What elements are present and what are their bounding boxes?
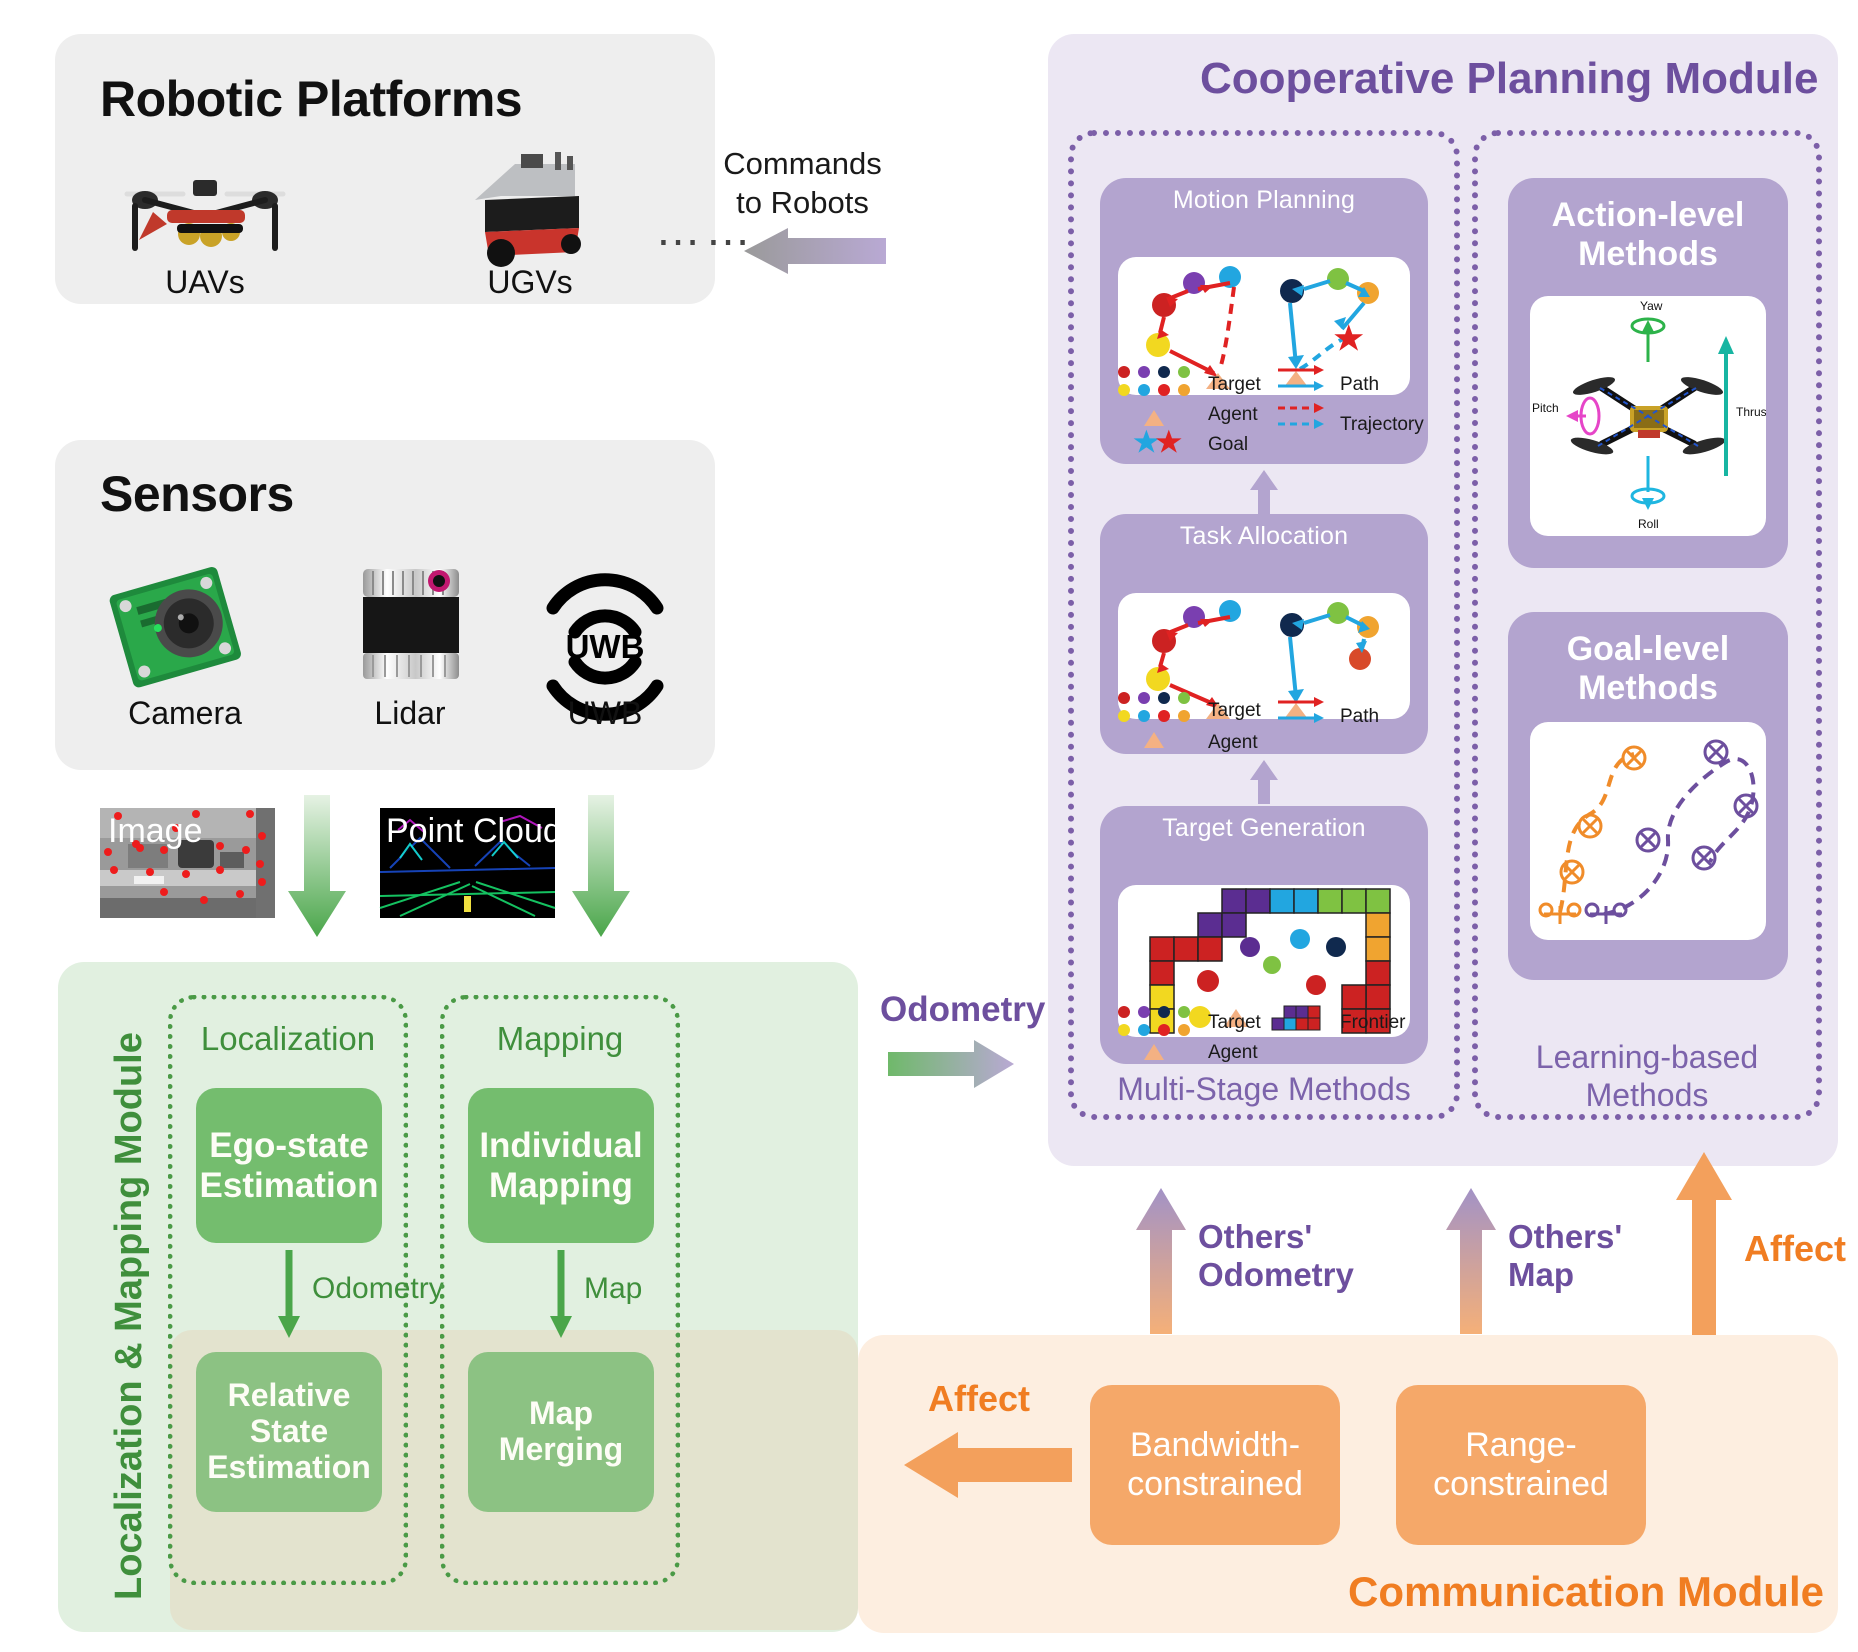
target-generation-card[interactable]: Target Generation (1100, 806, 1428, 1064)
goal-level-methods-title: Goal-level Methods (1566, 630, 1730, 708)
individual-mapping-box[interactable]: Individual Mapping (468, 1088, 654, 1243)
motion-planning-legend (1116, 364, 1416, 456)
action-level-methods-card[interactable]: Action-level Methods (1508, 178, 1788, 568)
uav-label: UAVs (165, 264, 245, 300)
sensor-to-localization-arrow-right (570, 795, 632, 940)
image-thumbnail-label: Image (108, 812, 203, 850)
task-allocation-legend-target: Target (1208, 700, 1261, 721)
task-allocation-legend (1116, 690, 1416, 750)
commands-line2: to Robots (736, 184, 869, 220)
target-generation-legend-target: Target (1208, 1012, 1261, 1033)
point-cloud-thumbnail-label: Point Cloud (386, 812, 562, 850)
target-generation-legend-frontier: Frontier (1340, 1012, 1406, 1033)
map-merging-box[interactable]: Map Merging (468, 1352, 654, 1512)
ego-state-estimation-box[interactable]: Ego-state Estimation (196, 1088, 382, 1243)
learning-based-methods-group (1472, 130, 1822, 1120)
sensor-to-localization-arrow-left (286, 795, 348, 940)
motion-planning-legend-trajectory: Trajectory (1340, 414, 1424, 435)
mapping-internal-arrow (546, 1250, 576, 1340)
action-level-illustration: Thrust Yaw Pitch Roll (1530, 296, 1766, 536)
pitch-label: Pitch (1532, 401, 1559, 415)
motion-planning-title: Motion Planning (1172, 186, 1356, 214)
camera-module-icon (103, 555, 263, 695)
relative-state-estimation-box[interactable]: Relative State Estimation (196, 1352, 382, 1512)
more-platforms-ellipsis: …… (655, 203, 755, 255)
yaw-label: Yaw (1640, 299, 1663, 313)
robotic-platforms-panel: Robotic Platforms UAVs (55, 34, 751, 304)
others-map-label: Others' Map (1508, 1218, 1623, 1293)
multi-stage-methods-group (1068, 130, 1460, 1120)
mapping-heading: Mapping (496, 1020, 624, 1057)
multi-stage-methods-footer: Multi-Stage Methods (1117, 1071, 1411, 1107)
task-allocation-card[interactable]: Task Allocation (1100, 514, 1428, 754)
others-map-arrow-icon (1444, 1188, 1498, 1334)
action-level-methods-title: Action-level Methods (1551, 196, 1745, 274)
svg-text:UWB: UWB (566, 628, 645, 665)
learning-based-methods-footer: Learning-based Methods (1535, 1039, 1759, 1114)
localization-column (168, 995, 408, 1585)
target-to-task-arrow (1248, 760, 1280, 804)
localization-internal-arrow (274, 1250, 304, 1340)
goal-level-methods-card[interactable]: Goal-level Methods (1508, 612, 1788, 980)
odometry-arrow-label: Odometry (880, 990, 1046, 1029)
task-allocation-legend-agent: Agent (1208, 732, 1258, 753)
uwb-icon: UWB (525, 550, 685, 721)
mapping-map-label: Map (584, 1272, 643, 1305)
affect-planning-arrow-icon (1672, 1152, 1736, 1344)
motion-planning-legend-path: Path (1340, 374, 1380, 395)
ground-robot-icon (455, 152, 605, 267)
affect-planning-label: Affect (1744, 1228, 1847, 1269)
communication-module-title: Communication Module (1348, 1568, 1824, 1615)
target-generation-legend (1116, 1004, 1416, 1062)
affect-localization-arrow-icon (902, 1432, 1072, 1498)
commands-to-robots-label: Commands to Robots (715, 145, 890, 223)
motion-planning-legend-target: Target (1208, 374, 1261, 395)
odometry-arrow-icon (888, 1040, 1016, 1088)
thrust-label: Thrust (1736, 405, 1766, 419)
cooperative-planning-module-title: Cooperative Planning Module (1200, 54, 1819, 103)
robotic-platforms-title: Robotic Platforms (100, 71, 523, 127)
motion-planning-legend-agent: Agent (1208, 404, 1258, 425)
lidar-label: Lidar (374, 695, 446, 731)
mapping-column (440, 995, 680, 1585)
camera-label: Camera (128, 695, 242, 731)
task-allocation-title: Task Allocation (1179, 522, 1349, 550)
others-odometry-label: Others' Odometry (1198, 1218, 1354, 1293)
goal-level-illustration (1530, 722, 1766, 940)
task-allocation-legend-path: Path (1340, 706, 1380, 727)
localization-odometry-label: Odometry (312, 1272, 444, 1305)
motion-planning-legend-goal: Goal (1208, 434, 1249, 455)
range-constrained-box[interactable]: Range- constrained (1396, 1385, 1646, 1545)
commands-line1: Commands (723, 146, 882, 181)
bandwidth-constrained-box[interactable]: Bandwidth- constrained (1090, 1385, 1340, 1545)
quadrotor-icon (105, 154, 305, 264)
localization-heading: Localization (200, 1020, 376, 1057)
affect-localization-label: Affect (928, 1378, 1031, 1419)
sensors-panel: Sensors Camera (55, 440, 715, 770)
roll-label: Roll (1638, 517, 1659, 531)
lidar-icon (345, 555, 475, 695)
motion-planning-card[interactable]: Motion Planning (1100, 178, 1428, 464)
target-generation-title: Target Generation (1162, 814, 1366, 842)
localization-mapping-module-title: Localization & Mapping Module (108, 1032, 150, 1600)
image-thumbnail (100, 808, 275, 918)
task-to-motion-arrow (1248, 470, 1280, 514)
task-allocation-illustration (1118, 593, 1410, 719)
ugv-label: UGVs (487, 264, 573, 300)
others-odometry-arrow-icon (1134, 1188, 1188, 1334)
uwb-label: UWB (567, 695, 643, 731)
commands-arrow-icon (742, 228, 886, 274)
target-generation-illustration (1118, 885, 1410, 1037)
communication-module (858, 1335, 1838, 1633)
target-generation-legend-agent: Agent (1208, 1042, 1258, 1063)
point-cloud-thumbnail (379, 808, 556, 918)
sensors-title: Sensors (100, 466, 294, 522)
